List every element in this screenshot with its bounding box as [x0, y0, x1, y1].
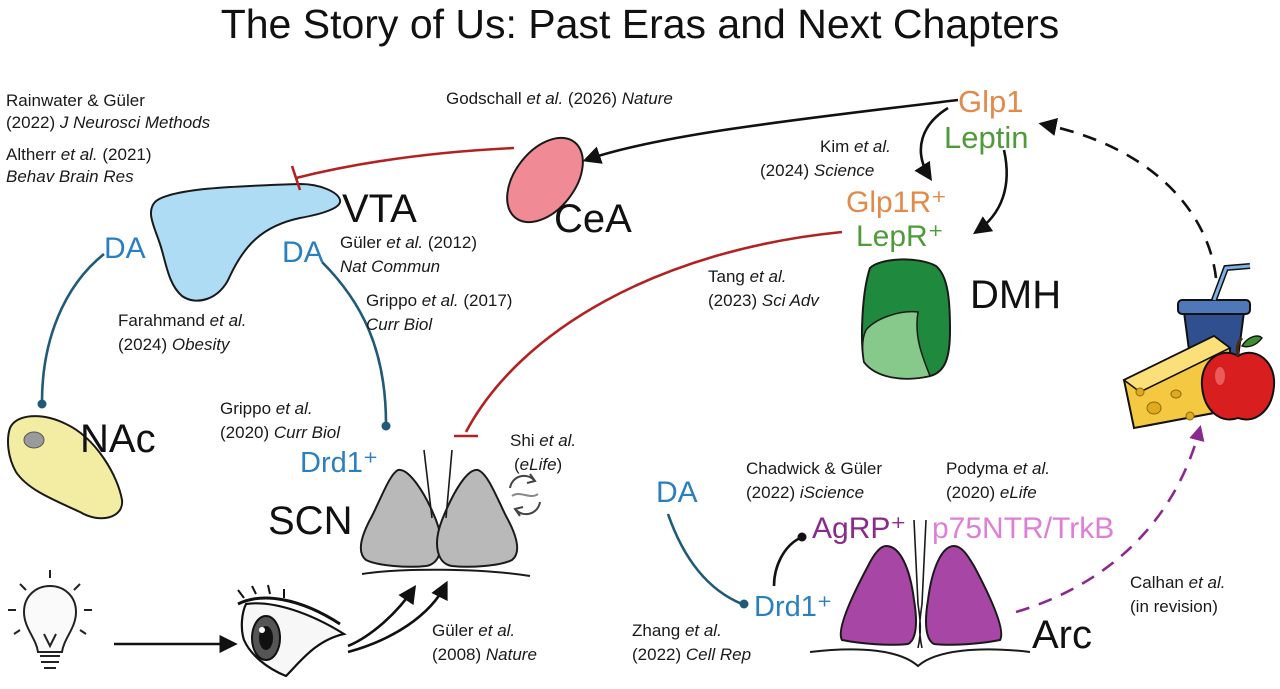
svg-text:Nat Commun: Nat Commun [340, 257, 440, 276]
svg-text:(2022) Cell Rep: (2022) Cell Rep [632, 645, 751, 664]
svg-text:(eLife): (eLife) [514, 455, 562, 474]
arrow-glp1-to-cea [582, 98, 959, 164]
svg-text:Farahmand et al.: Farahmand et al. [118, 311, 247, 330]
svg-text:Calhan et al.: Calhan et al. [1130, 573, 1225, 592]
svg-text:(2023) Sci Adv: (2023) Sci Adv [708, 291, 820, 310]
svg-text:Rainwater & Güler: Rainwater & Güler [6, 91, 145, 110]
page-title: The Story of Us: Past Eras and Next Chap… [221, 1, 1060, 47]
citation-chadwick: Chadwick & Güler (2022) iScience [746, 459, 882, 502]
median-eminence-line [809, 648, 1031, 668]
da-path-to-arc-drd1 [666, 513, 743, 606]
nac-core [23, 431, 45, 449]
svg-text:Podyma et al.: Podyma et al. [946, 459, 1050, 478]
dmh-subregion [861, 310, 932, 380]
citation-tang: Tang et al. (2023) Sci Adv [708, 267, 820, 310]
svg-text:Kim et al.: Kim et al. [820, 137, 891, 156]
label-lepr: LepR⁺ [856, 220, 944, 253]
svg-text:Curr Biol: Curr Biol [366, 315, 433, 334]
svg-text:Chadwick & Güler: Chadwick & Güler [746, 459, 882, 478]
drd1-to-agrp-path [772, 536, 801, 587]
inhibit-cea-to-vta-bar [290, 165, 302, 191]
vta-region [150, 182, 342, 302]
svg-text:Altherr et al. (2021): Altherr et al. (2021) [6, 145, 152, 164]
scn-left-lobe [359, 468, 442, 568]
arc-drd1-terminal-dot [739, 599, 749, 609]
label-scn: SCN [268, 499, 352, 543]
da-path-to-nac [40, 252, 105, 403]
label-drd1-scn: Drd1⁺ [300, 447, 378, 479]
arc-right-lobe [925, 544, 1003, 646]
citation-podyma: Podyma et al. (2020) eLife [946, 459, 1050, 502]
citation-guler-2008: Güler et al. (2008) Nature [432, 621, 537, 664]
svg-text:Grippo et al.: Grippo et al. [220, 399, 313, 418]
label-cea: CeA [554, 197, 632, 241]
label-vta: VTA [342, 187, 417, 231]
citation-grippo-2020: Grippo et al. (2020) Curr Biol [220, 399, 341, 442]
svg-text:Behav Brain Res: Behav Brain Res [6, 167, 134, 186]
arrow-glp1-to-glp1r [914, 106, 949, 182]
arrow-leptin-to-lepr [973, 149, 1008, 235]
svg-text:(in revision): (in revision) [1130, 597, 1218, 616]
citation-calhan: Calhan et al. (in revision) [1130, 573, 1225, 616]
svg-text:Tang et al.: Tang et al. [708, 267, 786, 286]
svg-text:(2008) Nature: (2008) Nature [432, 645, 537, 664]
label-da-arc: DA [656, 476, 698, 509]
arc-left-lobe [839, 544, 917, 646]
cea-region [506, 136, 584, 224]
svg-text:Godschall et al. (2026) Nature: Godschall et al. (2026) Nature [446, 89, 673, 108]
scn-terminal-dot [381, 421, 391, 431]
eye-icon [237, 584, 347, 678]
svg-text:Shi et al.: Shi et al. [510, 431, 576, 450]
label-drd1-arc: Drd1⁺ [754, 591, 832, 623]
svg-text:(2020) Curr Biol: (2020) Curr Biol [220, 423, 341, 442]
label-dmh: DMH [970, 273, 1061, 317]
svg-text:(2020) eLife: (2020) eLife [946, 483, 1037, 502]
svg-text:Grippo et al. (2017): Grippo et al. (2017) [366, 291, 512, 310]
label-da-left: DA [104, 232, 146, 265]
inhibit-lepr-to-scn [464, 230, 843, 433]
citation-altherr: Altherr et al. (2021) Behav Brain Res [6, 145, 152, 186]
svg-text:Güler et al.: Güler et al. [432, 621, 515, 640]
label-nac: NAc [80, 417, 156, 461]
third-ventricle-arc [913, 519, 927, 649]
da-path-to-scn [321, 261, 388, 425]
svg-text:(2024) Obesity: (2024) Obesity [118, 335, 231, 354]
svg-text:(2022) J Neurosci Methods: (2022) J Neurosci Methods [6, 113, 211, 132]
label-glp1: Glp1 [958, 84, 1023, 119]
svg-text:(2022) iScience: (2022) iScience [746, 483, 864, 502]
optic-chiasm-line [361, 568, 531, 577]
citation-farahmand: Farahmand et al. (2024) Obesity [118, 311, 247, 354]
label-p75ntr-trkb: p75NTR/TrkB [932, 512, 1114, 545]
svg-text:Zhang et al.: Zhang et al. [632, 621, 722, 640]
third-ventricle-scn [423, 449, 453, 519]
citation-guler-2012: Güler et al. (2012) Nat Commun [340, 233, 477, 276]
inhibit-cea-to-vta [295, 146, 515, 180]
svg-text:Güler et al. (2012): Güler et al. (2012) [340, 233, 477, 252]
label-arc: Arc [1032, 613, 1092, 657]
label-da-vta: DA [282, 236, 324, 269]
nac-terminal-dot [37, 399, 47, 409]
label-agrp: AgRP⁺ [812, 512, 906, 545]
agrp-terminal-dot [797, 532, 807, 542]
citation-zhang: Zhang et al. (2022) Cell Rep [632, 621, 751, 664]
citation-grippo-2017: Grippo et al. (2017) Curr Biol [366, 291, 512, 334]
label-leptin: Leptin [944, 120, 1028, 155]
dashed-arc-to-food [1015, 424, 1205, 614]
citation-shi: Shi et al. (eLife) [510, 431, 576, 474]
citation-kim: Kim et al. (2024) Science [760, 137, 891, 180]
citation-godschall: Godschall et al. (2026) Nature [446, 89, 673, 108]
circadian-cycle-icon [509, 473, 541, 517]
label-glp1r: Glp1R⁺ [846, 186, 947, 219]
citation-rainwater: Rainwater & Güler (2022) J Neurosci Meth… [6, 91, 211, 132]
scn-right-lobe [436, 468, 519, 568]
svg-text:(2024) Science: (2024) Science [760, 161, 874, 180]
arrow-eye-to-scn-1 [347, 584, 417, 648]
food-icon [1122, 263, 1276, 430]
lightbulb-icon [8, 570, 92, 669]
dashed-food-to-leptin [1038, 117, 1218, 279]
arrow-eye-to-scn-2 [347, 580, 448, 654]
